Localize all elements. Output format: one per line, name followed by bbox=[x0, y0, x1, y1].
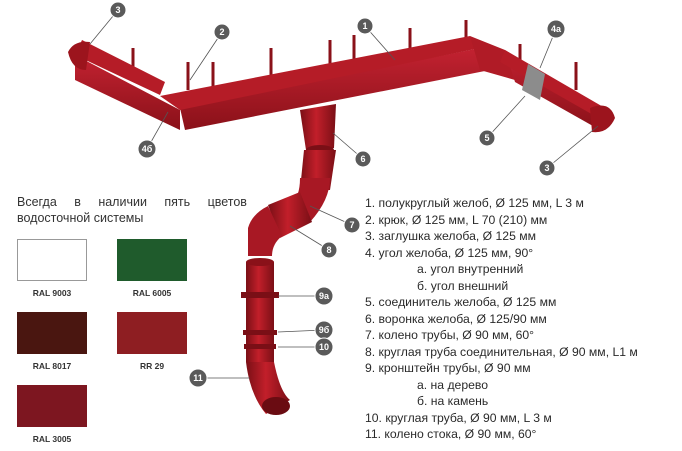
connecting-pipe bbox=[268, 192, 312, 238]
legend-subitem: б. угол внешний bbox=[417, 278, 509, 293]
callout-6: 6 bbox=[354, 150, 372, 168]
color-swatch-ral-8017 bbox=[17, 312, 87, 354]
legend-subitem: а. угол внутренний bbox=[417, 262, 524, 276]
callout-2: 2 bbox=[213, 23, 231, 41]
svg-text:10: 10 bbox=[319, 342, 329, 352]
callout-10: 10 bbox=[314, 337, 334, 357]
color-swatch-ral-3005 bbox=[17, 385, 87, 427]
gutter-hooks bbox=[131, 20, 578, 92]
end-cap-left bbox=[68, 41, 90, 70]
availability-text: Всегда в наличии пять цветов водосточной… bbox=[17, 194, 247, 226]
callout-7: 7 bbox=[343, 216, 361, 234]
parts-legend: 1. полукруглый желоб, Ø 125 мм, L 3 м 2.… bbox=[365, 195, 682, 443]
legend-item: 8. круглая труба соединительная, Ø 90 мм… bbox=[365, 344, 638, 359]
pipe-brackets bbox=[241, 292, 279, 349]
legend-item: 11. колено стока, Ø 90 мм, 60° bbox=[365, 427, 537, 441]
availability-line-1: Всегда в наличии пять цветов bbox=[17, 195, 247, 209]
callout-3-right: 3 bbox=[538, 159, 556, 177]
callout-4a: 4а bbox=[546, 19, 566, 39]
gutter-connector bbox=[522, 64, 545, 100]
color-label: RAL 8017 bbox=[32, 361, 72, 371]
svg-text:1: 1 bbox=[362, 21, 367, 31]
svg-text:3: 3 bbox=[544, 163, 549, 173]
color-label: RAL 9003 bbox=[32, 288, 72, 298]
svg-text:3: 3 bbox=[115, 5, 120, 15]
legend-item: 7. колено трубы, Ø 90 мм, 60° bbox=[365, 328, 535, 342]
color-label: RR 29 bbox=[139, 361, 165, 371]
legend-item: 4. угол желоба, Ø 125 мм, 90° bbox=[365, 245, 534, 260]
color-label: RAL 3005 bbox=[32, 434, 72, 444]
callout-9a: 9а bbox=[314, 286, 334, 306]
svg-text:9б: 9б bbox=[319, 325, 330, 335]
legend-item: 9. кронштейн трубы, Ø 90 мм bbox=[365, 361, 531, 375]
callout-11: 11 bbox=[188, 368, 208, 388]
svg-text:2: 2 bbox=[219, 27, 224, 37]
color-swatch-ral-6005 bbox=[117, 239, 187, 281]
elbow-lower bbox=[248, 206, 282, 256]
color-swatch-ral-9003 bbox=[17, 239, 87, 281]
svg-text:9а: 9а bbox=[319, 291, 330, 301]
svg-text:4б: 4б bbox=[142, 144, 153, 154]
callout-4b: 4б bbox=[137, 139, 157, 159]
availability-line-2: водосточной системы bbox=[17, 211, 144, 225]
callout-1: 1 bbox=[356, 17, 374, 35]
legend-item: 3. заглушка желоба, Ø 125 мм bbox=[365, 229, 536, 243]
legend-item: 6. воронка желоба, Ø 125/90 мм bbox=[365, 311, 547, 326]
legend-subitem: а. на дерево bbox=[417, 377, 489, 392]
gutter-outlet bbox=[300, 104, 336, 150]
gutter-corner bbox=[470, 36, 515, 80]
legend-item: 2. крюк, Ø 125 мм, L 70 (210) мм bbox=[365, 212, 548, 227]
gutter-left bbox=[75, 55, 180, 130]
svg-text:6: 6 bbox=[360, 154, 365, 164]
callout-8: 8 bbox=[320, 241, 338, 259]
callout-3-left: 3 bbox=[109, 1, 127, 19]
color-swatch-rr-29 bbox=[117, 312, 187, 354]
legend-item: 1. полукруглый желоб, Ø 125 мм, L 3 м bbox=[365, 196, 584, 210]
callouts: 1 2 3 3 4а 4б 5 6 7 8 9а 9б 10 11 bbox=[109, 1, 566, 388]
svg-text:5: 5 bbox=[484, 133, 489, 143]
svg-text:7: 7 bbox=[349, 220, 354, 230]
end-cap-right bbox=[590, 105, 615, 133]
legend-item: 5. соединитель желоба, Ø 125 мм bbox=[365, 295, 557, 309]
svg-text:8: 8 bbox=[326, 245, 331, 255]
callout-9b: 9б bbox=[314, 320, 334, 340]
gutter-main bbox=[180, 48, 490, 130]
legend-item: 10. круглая труба, Ø 90 мм, L 3 м bbox=[365, 410, 552, 425]
legend-subitem: б. на камень bbox=[417, 394, 489, 408]
color-label: RAL 6005 bbox=[132, 288, 172, 298]
callout-5: 5 bbox=[478, 129, 496, 147]
svg-text:4а: 4а bbox=[551, 24, 562, 34]
svg-text:11: 11 bbox=[193, 373, 203, 383]
